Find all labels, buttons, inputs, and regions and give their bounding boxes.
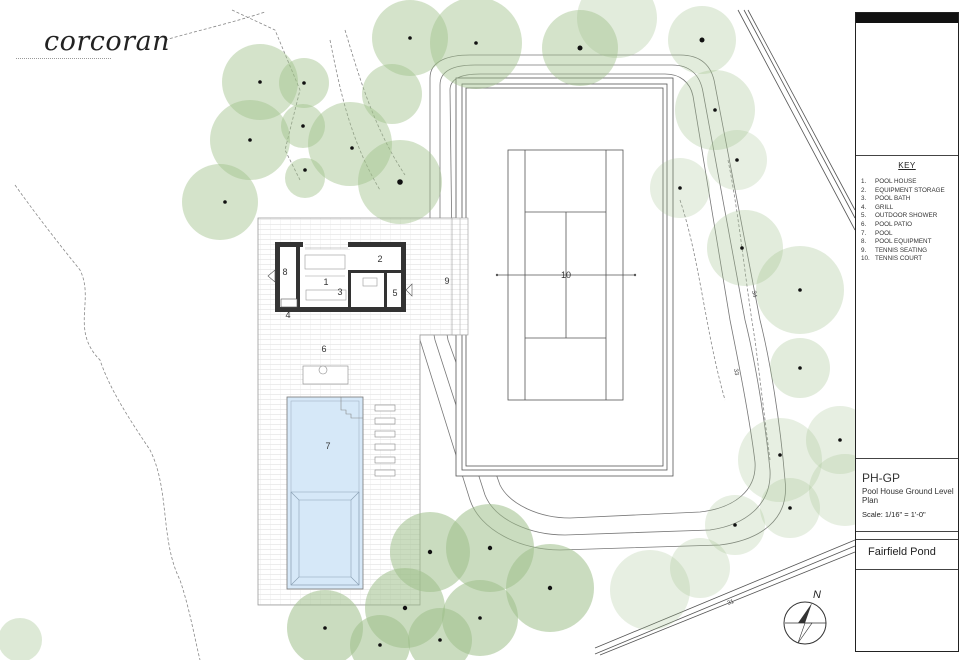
tennis-court — [455, 77, 674, 477]
pool-house — [267, 242, 413, 312]
sheet-description: Pool House Ground Level Plan — [862, 487, 954, 505]
key-item: 7.POOL — [861, 229, 893, 237]
sheet-scale: Scale: 1/16" = 1'-0" — [862, 510, 926, 519]
key-item: 10.TENNIS COURT — [861, 255, 923, 263]
label-tennis-court: 10 — [561, 270, 571, 280]
key-item: 3.POOL BATH — [861, 195, 911, 203]
key-item: 9.TENNIS SEATING — [861, 246, 928, 254]
key-title: KEY — [898, 161, 916, 170]
key-item: 4.GRILL — [861, 203, 894, 211]
label-pool-bath: 3 — [337, 287, 342, 297]
contour-label-33: 33 — [732, 368, 739, 376]
label-pool: 7 — [325, 441, 330, 451]
key-item: 8.POOL EQUIPMENT — [861, 238, 932, 246]
key-list: 1.POOL HOUSE 2.EQUIPMENT STORAGE 3.POOL … — [861, 178, 945, 264]
title-block-divider — [856, 531, 958, 532]
sheet-code: PH-GP — [862, 471, 901, 485]
title-block-divider — [856, 155, 958, 156]
brand-underline — [16, 58, 111, 59]
contour-labels: 34 33 31 — [727, 290, 758, 607]
label-tennis-seating: 9 — [444, 276, 449, 286]
title-block-bar — [856, 13, 958, 23]
label-pool-equipment: 8 — [282, 267, 287, 277]
title-block-divider — [856, 539, 958, 540]
property-lines — [14, 9, 771, 660]
tree-trunks — [223, 36, 842, 647]
label-pool-patio: 6 — [321, 344, 326, 354]
contour-label-34: 34 — [750, 290, 757, 298]
key-item: 2.EQUIPMENT STORAGE — [861, 186, 945, 194]
label-pool-house: 1 — [323, 277, 328, 287]
patio-furniture — [302, 365, 396, 477]
key-item: 1.POOL HOUSE — [861, 178, 917, 185]
title-block-divider — [856, 458, 958, 459]
title-block-divider — [856, 569, 958, 570]
title-block: KEY 1.POOL HOUSE 2.EQUIPMENT STORAGE 3.P… — [855, 12, 959, 652]
label-equipment-storage: 2 — [377, 254, 382, 264]
contour-label-31: 31 — [727, 599, 736, 607]
north-label: N — [813, 589, 821, 601]
key-item: 5.OUTDOOR SHOWER — [861, 212, 938, 220]
plan-labels: 1 2 3 4 5 6 7 8 9 10 — [282, 254, 571, 451]
project-name: Fairfield Pond — [868, 546, 936, 558]
brand-logo: corcoran — [44, 26, 171, 57]
north-arrow: N — [783, 589, 827, 645]
pool — [286, 396, 364, 590]
label-outdoor-shower: 5 — [392, 288, 397, 298]
label-grill: 4 — [285, 310, 290, 320]
key-item: 6.POOL PATIO — [861, 220, 912, 228]
road-edges — [594, 9, 856, 656]
